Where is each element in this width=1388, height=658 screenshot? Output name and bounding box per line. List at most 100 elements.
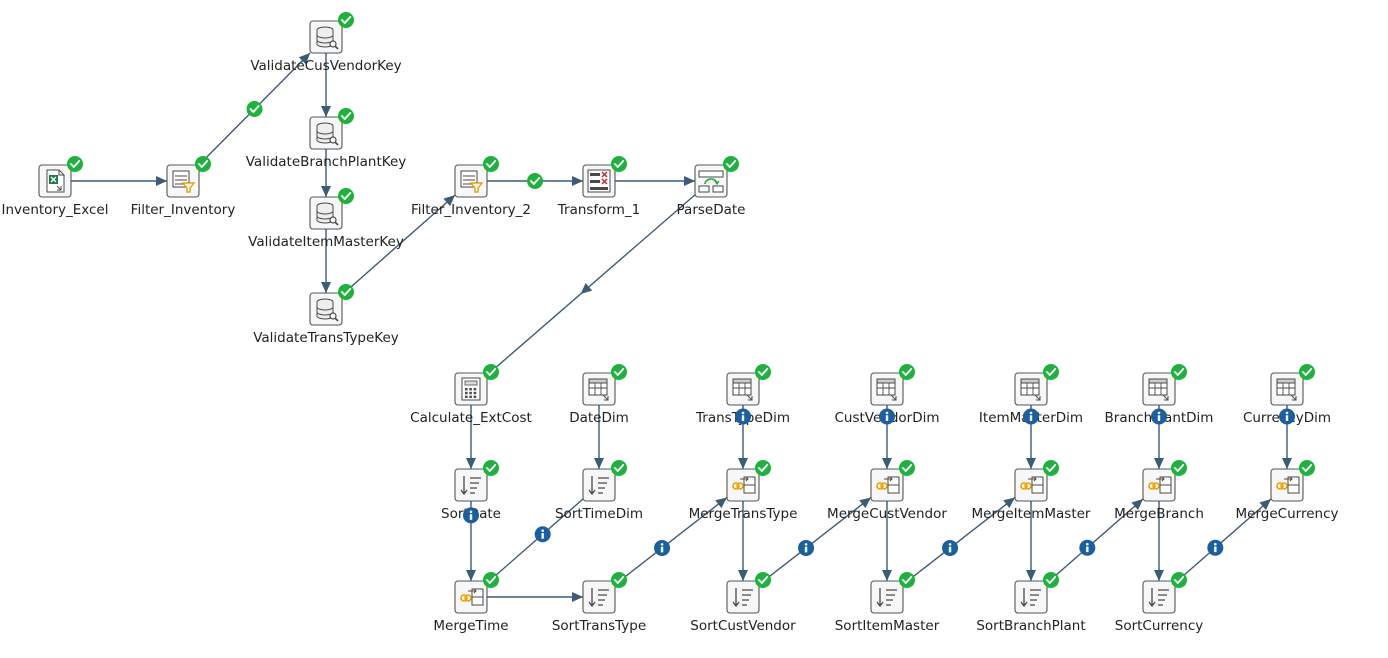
arrow-head <box>298 53 311 65</box>
step-label: Transform_1 <box>557 202 641 218</box>
table-icon <box>876 378 897 401</box>
hop-sort_item_master-to-merge_item_master[interactable] <box>902 496 1016 586</box>
step-validate-cus-vendor-key[interactable]: ValidateCusVendorKey <box>250 20 402 74</box>
step-date-dim[interactable]: DateDim <box>569 372 629 426</box>
arrow-head <box>466 570 476 581</box>
step-success-icon <box>755 460 771 476</box>
hop-info-icon[interactable] <box>534 526 551 543</box>
database-lookup-icon <box>316 26 339 50</box>
step-box[interactable] <box>1142 580 1176 614</box>
step-label: SortCustVendor <box>690 618 796 634</box>
step-sort-currency[interactable]: SortCurrency <box>1115 580 1204 634</box>
step-filter-inventory-2[interactable]: Filter_Inventory_2 <box>411 164 531 218</box>
step-inventory-excel[interactable]: Inventory_Excel <box>2 164 109 218</box>
step-box[interactable] <box>454 468 488 502</box>
hop-sort_currency-to-merge_currency[interactable] <box>1174 498 1272 584</box>
hop-transform_1-to-parse_date[interactable] <box>615 176 695 186</box>
step-merge-trans-type[interactable]: MergeTransType <box>689 468 798 522</box>
hop-merge_cust_vendor-to-sort_item_master[interactable] <box>882 501 892 581</box>
arrow-head <box>1154 570 1164 581</box>
step-box[interactable] <box>582 580 616 614</box>
hop-info-icon[interactable] <box>735 408 751 425</box>
step-label: Filter_Inventory_2 <box>411 202 531 218</box>
step-box[interactable] <box>870 580 904 614</box>
step-validate-branch-plant-key[interactable]: ValidateBranchPlantKey <box>246 116 407 170</box>
hop-sort_cust_vendor-to-merge_cust_vendor[interactable] <box>758 496 872 586</box>
hop-validate_cus_vendor_key-to-validate_branch_plant_key[interactable] <box>321 53 331 117</box>
hop-parse_date-to-calculate_ext_cost[interactable] <box>486 194 696 376</box>
step-success-icon <box>1043 460 1059 476</box>
database-lookup-icon <box>316 202 339 226</box>
hop-date_dim-to-sort_time_dim[interactable] <box>594 405 604 469</box>
step-success-icon <box>899 364 915 380</box>
step-box[interactable] <box>1014 580 1048 614</box>
step-merge-cust-vendor[interactable]: MergeCustVendor <box>827 468 947 522</box>
step-parse-date[interactable]: ParseDate <box>677 164 746 218</box>
hop-sort_branch_plant-to-merge_branch[interactable] <box>1046 498 1144 584</box>
hop-info-icon[interactable] <box>1023 408 1039 425</box>
step-success-icon <box>723 156 739 172</box>
hop-info-icon[interactable] <box>463 507 479 524</box>
step-merge-branch[interactable]: MergeBranch <box>1114 468 1204 522</box>
arrow-head <box>572 176 583 186</box>
hop-info-icon[interactable] <box>798 539 815 556</box>
step-calculate-ext-cost[interactable]: Calculate_ExtCost <box>410 372 532 426</box>
step-label: SortTransType <box>552 618 646 634</box>
hop-info-icon[interactable] <box>942 539 959 556</box>
hop-validate_item_master_key-to-validate_trans_type_key[interactable] <box>321 229 331 293</box>
hop-info-icon[interactable] <box>1279 408 1295 425</box>
hop-calculate_ext_cost-to-sort_date[interactable] <box>466 405 476 469</box>
hop-info-icon[interactable] <box>879 408 895 425</box>
hop-sort_trans_type-to-merge_trans_type[interactable] <box>614 496 728 586</box>
step-cust-vendor-dim[interactable]: CustVendorDim <box>834 372 940 426</box>
step-box[interactable] <box>726 580 760 614</box>
merge-join-icon <box>460 588 484 606</box>
hop-info-icon[interactable] <box>654 539 671 556</box>
arrow-head <box>1282 458 1292 469</box>
hops-layer <box>71 52 1292 602</box>
database-lookup-icon <box>316 298 339 322</box>
arrow-head <box>882 458 892 469</box>
step-label: MergeCustVendor <box>827 506 947 522</box>
step-validate-item-master-key[interactable]: ValidateItemMasterKey <box>248 196 404 250</box>
hop-info-icon[interactable] <box>1151 408 1167 425</box>
step-sort-trans-type[interactable]: SortTransType <box>552 580 646 634</box>
step-success-icon <box>611 364 627 380</box>
hop-merge_branch-to-sort_currency[interactable] <box>1154 501 1164 581</box>
hop-info-icon[interactable] <box>1207 539 1224 556</box>
hop-merge_item_master-to-sort_branch_plant[interactable] <box>1026 501 1036 581</box>
step-merge-currency[interactable]: MergeCurrency <box>1236 468 1339 522</box>
hop-merge_time-to-sort_trans_type[interactable] <box>487 592 583 602</box>
step-sort-cust-vendor[interactable]: SortCustVendor <box>690 580 796 634</box>
sort-icon <box>732 588 753 608</box>
step-label: Filter_Inventory <box>131 202 236 218</box>
step-success-icon <box>1299 364 1315 380</box>
step-label: ValidateBranchPlantKey <box>246 154 407 170</box>
step-filter-inventory[interactable]: Filter_Inventory <box>131 164 236 218</box>
hop-validate_trans_type_key-to-filter_inventory_2[interactable] <box>341 194 456 296</box>
step-success-icon <box>1043 364 1059 380</box>
step-label: MergeTime <box>433 618 508 634</box>
hop-inventory_excel-to-filter_inventory[interactable] <box>71 176 167 186</box>
step-sort-time-dim[interactable]: SortTimeDim <box>555 468 643 522</box>
merge-join-icon <box>1020 476 1044 494</box>
step-success-icon <box>483 156 499 172</box>
hop-info-icon[interactable] <box>1079 539 1096 556</box>
step-merge-time[interactable]: MergeTime <box>433 580 509 634</box>
step-success-icon <box>755 572 771 588</box>
step-success-icon <box>899 572 915 588</box>
table-icon <box>1276 378 1297 401</box>
step-sort-branch-plant[interactable]: SortBranchPlant <box>976 580 1086 634</box>
hop-validate_branch_plant_key-to-validate_item_master_key[interactable] <box>321 149 331 197</box>
step-sort-item-master[interactable]: SortItemMaster <box>835 580 940 634</box>
arrow-head <box>594 458 604 469</box>
arrow-head <box>572 592 583 602</box>
step-merge-item-master[interactable]: MergeItemMaster <box>972 468 1091 522</box>
parse-icon <box>698 170 724 193</box>
step-transform-1[interactable]: Transform_1 <box>557 164 641 218</box>
badges-layer <box>67 12 1315 588</box>
hop-merge_trans_type-to-sort_cust_vendor[interactable] <box>738 501 748 581</box>
step-box[interactable] <box>582 468 616 502</box>
step-validate-trans-type-key[interactable]: ValidateTransTypeKey <box>253 292 399 346</box>
